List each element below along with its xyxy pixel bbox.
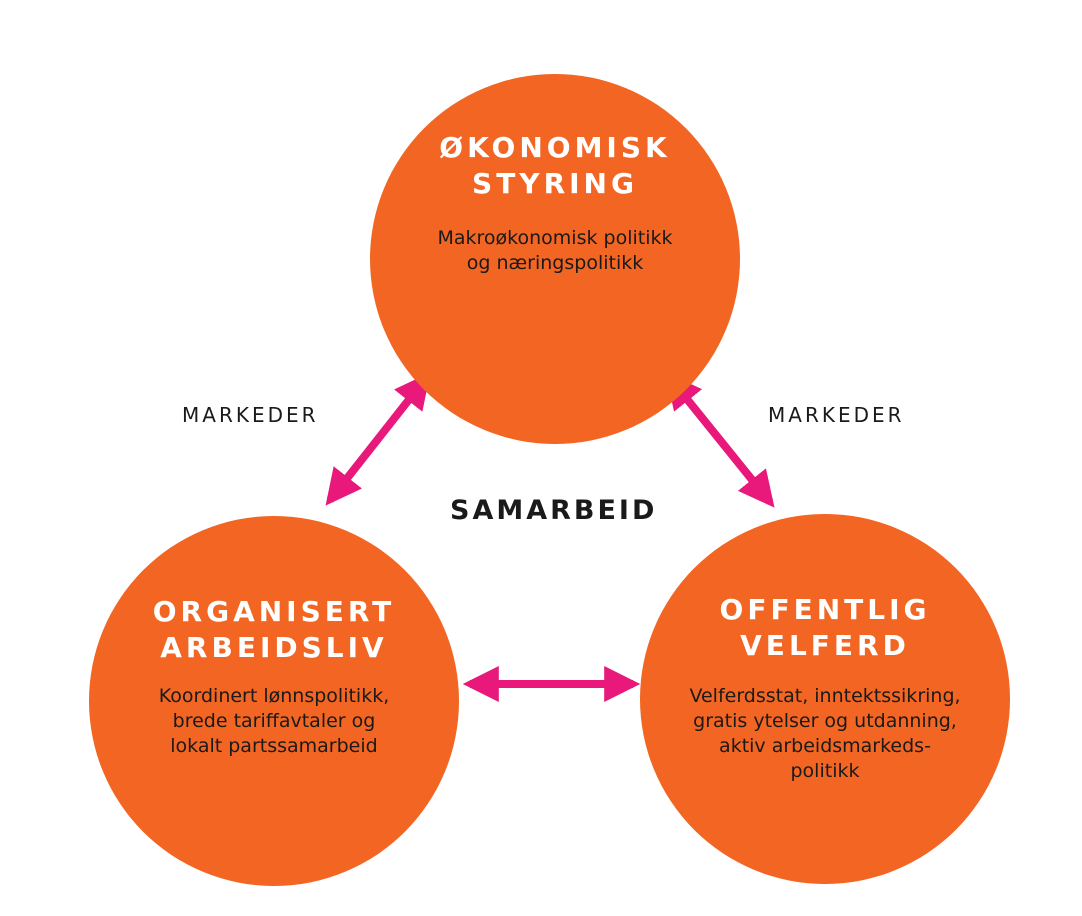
node-description: Makroøkonomisk politikk og næringspoliti… xyxy=(437,227,673,274)
node-description: Koordinert lønnspolitikk, brede tariffav… xyxy=(158,685,390,757)
node-title: OFFENTLIG VELFERD xyxy=(719,593,931,662)
center-label-cooperation: SAMARBEID xyxy=(450,495,658,526)
edge-label-markets-left: MARKEDER xyxy=(182,403,319,427)
node-title: ØKONOMISK STYRING xyxy=(439,131,671,200)
node-public-welfare: OFFENTLIG VELFERD Velferdsstat, inntekts… xyxy=(640,514,1010,884)
double-arrow-right xyxy=(665,372,775,508)
node-economic-management: ØKONOMISK STYRING Makroøkonomisk politik… xyxy=(370,74,740,444)
double-arrow-left xyxy=(325,372,431,506)
node-organised-labour: ORGANISERT ARBEIDSLIV Koordinert lønnspo… xyxy=(89,516,459,886)
edge-label-markets-right: MARKEDER xyxy=(768,403,905,427)
node-title: ORGANISERT ARBEIDSLIV xyxy=(152,595,396,664)
node-description: Velferdsstat, inntektssikring, gratis yt… xyxy=(689,685,961,782)
